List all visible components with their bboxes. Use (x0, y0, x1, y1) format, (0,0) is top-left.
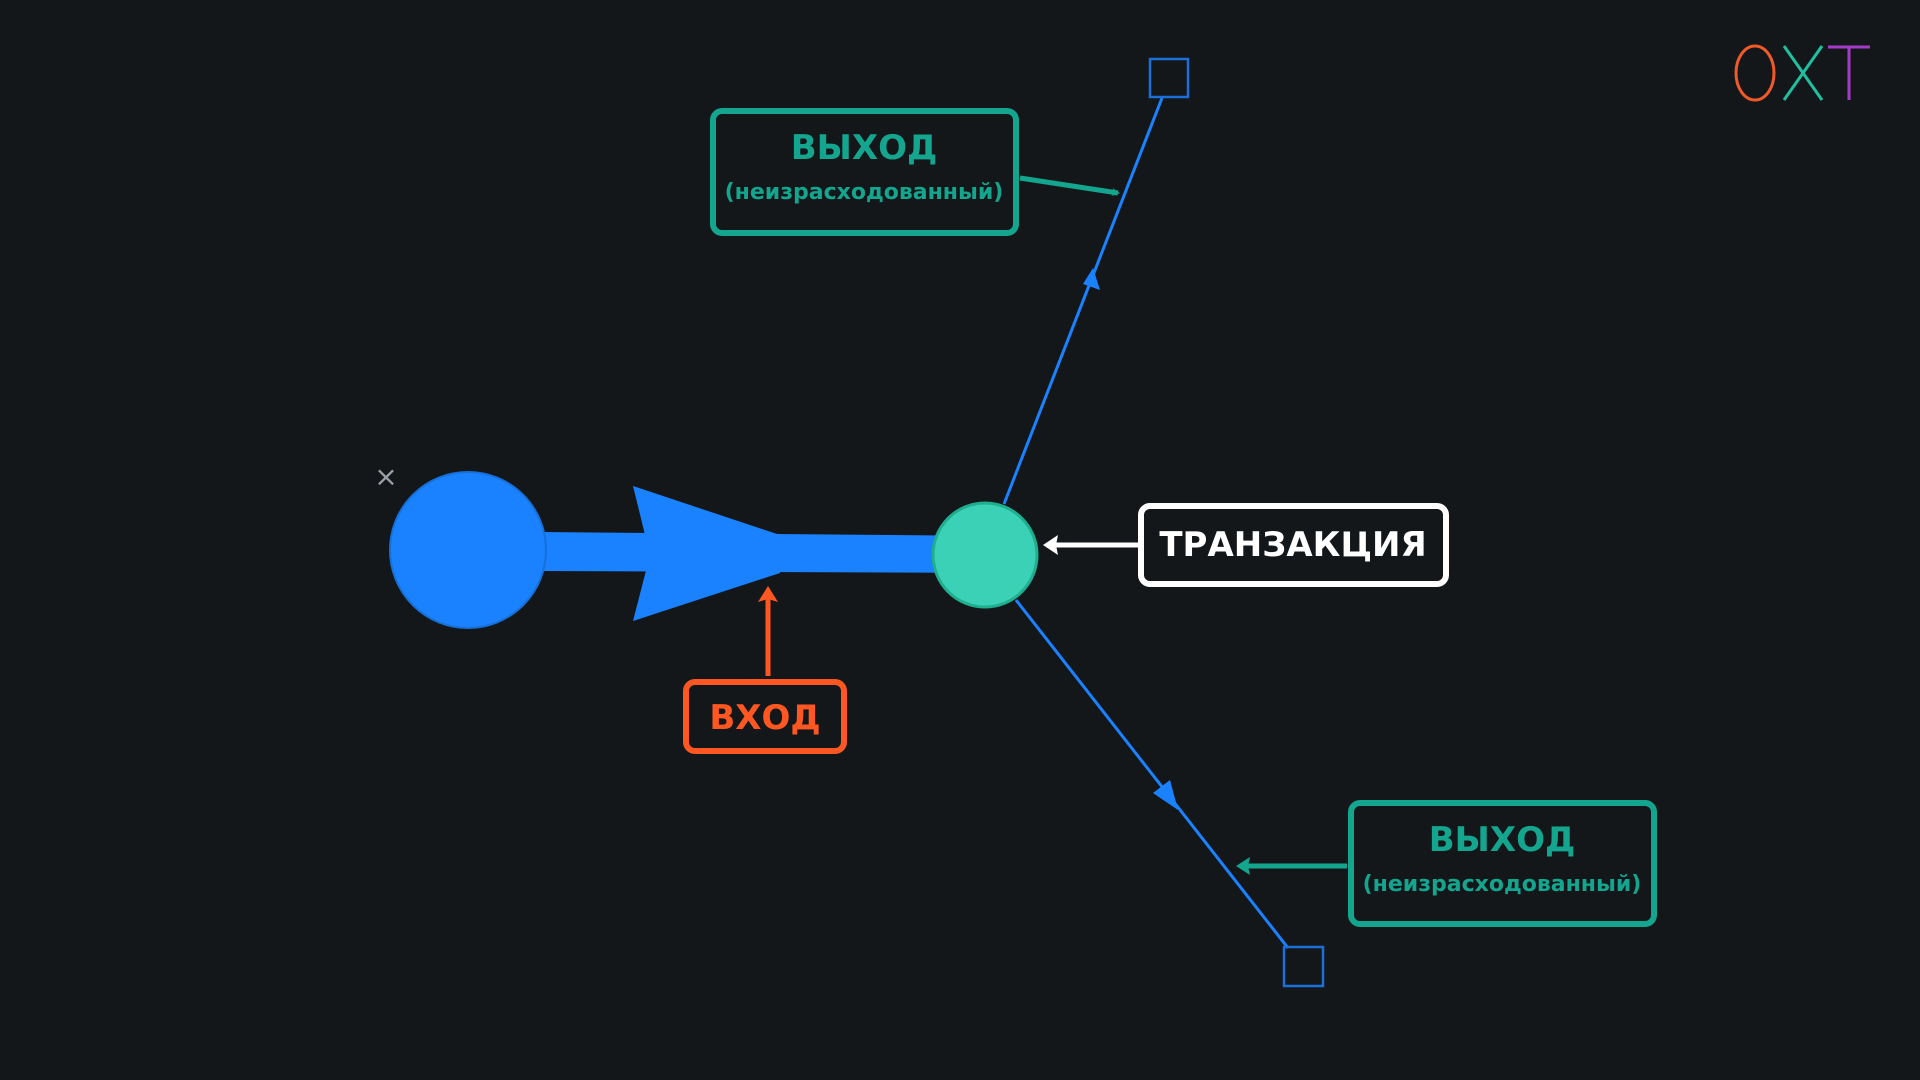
output-bottom-subtitle: (неизрасходованный) (1363, 872, 1642, 897)
output-top-title: ВЫХОД (791, 128, 938, 168)
input-flow-arrow (540, 486, 1000, 621)
source-node (389, 471, 547, 629)
arrow-pointer (1019, 175, 1120, 197)
input-label: ВХОД (683, 586, 847, 754)
output-top-subtitle: (неизрасходованный) (725, 180, 1004, 205)
input-label-text: ВХОД (709, 698, 820, 738)
oxt-logo (1734, 44, 1870, 102)
transaction-label: ТРАНЗАКЦИЯ (1043, 503, 1449, 587)
output-line-bottom (1014, 599, 1325, 988)
output-node-bottom (1282, 945, 1325, 988)
output-bottom-title: ВЫХОД (1429, 820, 1576, 860)
output-node-top (1148, 57, 1190, 99)
output-line-top (1002, 57, 1190, 505)
output-label-bottom: ВЫХОД (неизрасходованный) (1236, 800, 1657, 927)
output-label-top: ВЫХОД (неизрасходованный) (710, 108, 1120, 236)
close-icon[interactable]: × (374, 460, 397, 493)
transaction-node (931, 501, 1039, 609)
transaction-label-text: ТРАНЗАКЦИЯ (1159, 525, 1426, 565)
